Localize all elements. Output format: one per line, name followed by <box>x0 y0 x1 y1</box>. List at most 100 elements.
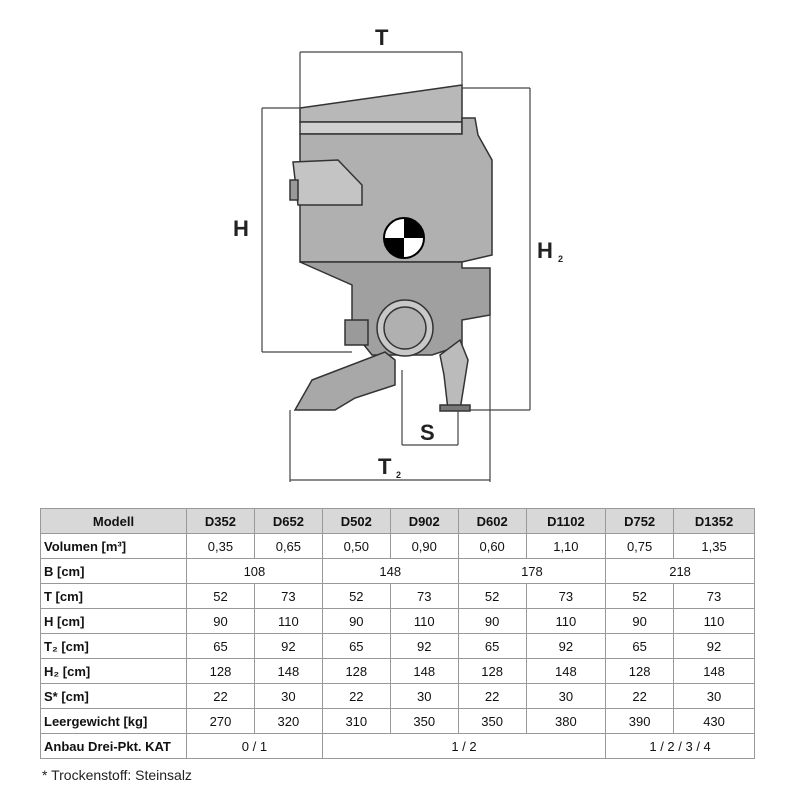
table-cell: 178 <box>457 558 607 584</box>
table-cell: 90 <box>186 608 255 634</box>
table-cell: 65 <box>457 633 527 659</box>
table-cell: 380 <box>525 708 607 734</box>
table-cell: 0,75 <box>605 533 675 559</box>
row-label: T₂ [cm] <box>40 633 187 659</box>
dim-label-h: H <box>233 216 249 241</box>
table-cell: 320 <box>253 708 323 734</box>
table-cell: 0 / 1 <box>186 733 323 759</box>
dim-label-t: T <box>375 25 389 50</box>
table-cell: 92 <box>673 633 755 659</box>
table-cell: 128 <box>605 658 675 684</box>
header-cell: D752 <box>605 508 675 534</box>
table-cell: 22 <box>186 683 255 709</box>
table-cell: 270 <box>186 708 255 734</box>
header-cell: D1352 <box>673 508 755 534</box>
table-cell: 108 <box>186 558 323 584</box>
table-cell: 218 <box>605 558 755 584</box>
table-cell: 0,50 <box>321 533 391 559</box>
table-cell: 90 <box>321 608 391 634</box>
table-cell: 52 <box>605 583 675 609</box>
dim-label-t2-sub: 2 <box>396 470 401 480</box>
table-cell: 90 <box>605 608 675 634</box>
table-cell: 110 <box>253 608 323 634</box>
table-cell: 128 <box>457 658 527 684</box>
spreader-dimension-drawing: T H H 2 S T 2 <box>233 25 563 482</box>
table-cell: 52 <box>457 583 527 609</box>
table-cell: 22 <box>605 683 675 709</box>
row-label: Volumen [m³] <box>40 533 187 559</box>
header-cell: D352 <box>186 508 255 534</box>
dim-label-h2-sub: 2 <box>558 254 563 264</box>
header-cell: D652 <box>253 508 323 534</box>
row-label: S* [cm] <box>40 683 187 709</box>
table-cell: 1,10 <box>525 533 607 559</box>
dim-label-t2: T <box>378 454 392 479</box>
table-cell: 350 <box>457 708 527 734</box>
table-cell: 0,90 <box>389 533 459 559</box>
table-cell: 128 <box>186 658 255 684</box>
table-cell: 22 <box>321 683 391 709</box>
dim-label-h2: H <box>537 238 553 263</box>
table-cell: 148 <box>253 658 323 684</box>
table-cell: 1 / 2 <box>321 733 607 759</box>
row-label: B [cm] <box>40 558 187 584</box>
table-cell: 110 <box>525 608 607 634</box>
table-cell: 92 <box>253 633 323 659</box>
dimension-lines <box>261 51 531 482</box>
table-cell: 430 <box>673 708 755 734</box>
table-cell: 73 <box>525 583 607 609</box>
table-cell: 73 <box>253 583 323 609</box>
table-cell: 52 <box>186 583 255 609</box>
dim-label-s: S <box>420 420 435 445</box>
row-label: H₂ [cm] <box>40 658 187 684</box>
row-label: Leergewicht [kg] <box>40 708 187 734</box>
table-cell: 65 <box>321 633 391 659</box>
table-cell: 0,65 <box>253 533 323 559</box>
table-cell: 30 <box>389 683 459 709</box>
table-cell: 52 <box>321 583 391 609</box>
header-cell: D1102 <box>525 508 607 534</box>
header-cell: D902 <box>389 508 459 534</box>
table-cell: 30 <box>253 683 323 709</box>
header-cell: D602 <box>457 508 527 534</box>
table-cell: 22 <box>457 683 527 709</box>
table-cell: 65 <box>605 633 675 659</box>
spreader-body <box>289 84 493 412</box>
table-cell: 30 <box>673 683 755 709</box>
table-cell: 310 <box>321 708 391 734</box>
table-cell: 110 <box>673 608 755 634</box>
table-cell: 0,35 <box>186 533 255 559</box>
table-cell: 350 <box>389 708 459 734</box>
table-cell: 148 <box>389 658 459 684</box>
center-of-gravity-icon <box>383 217 425 259</box>
footnote: * Trockenstoff: Steinsalz <box>42 767 192 783</box>
table-cell: 1,35 <box>673 533 755 559</box>
table-cell: 73 <box>673 583 755 609</box>
table-cell: 0,60 <box>457 533 527 559</box>
header-cell: D502 <box>321 508 391 534</box>
table-cell: 148 <box>673 658 755 684</box>
table-cell: 148 <box>321 558 459 584</box>
table-cell: 390 <box>605 708 675 734</box>
table-cell: 92 <box>525 633 607 659</box>
header-cell: Modell <box>40 508 187 534</box>
table-cell: 110 <box>389 608 459 634</box>
table-cell: 65 <box>186 633 255 659</box>
table-cell: 148 <box>525 658 607 684</box>
table-cell: 1 / 2 / 3 / 4 <box>605 733 755 759</box>
row-label: Anbau Drei-Pkt. KAT <box>40 733 187 759</box>
row-label: H [cm] <box>40 608 187 634</box>
table-cell: 92 <box>389 633 459 659</box>
row-label: T [cm] <box>40 583 187 609</box>
